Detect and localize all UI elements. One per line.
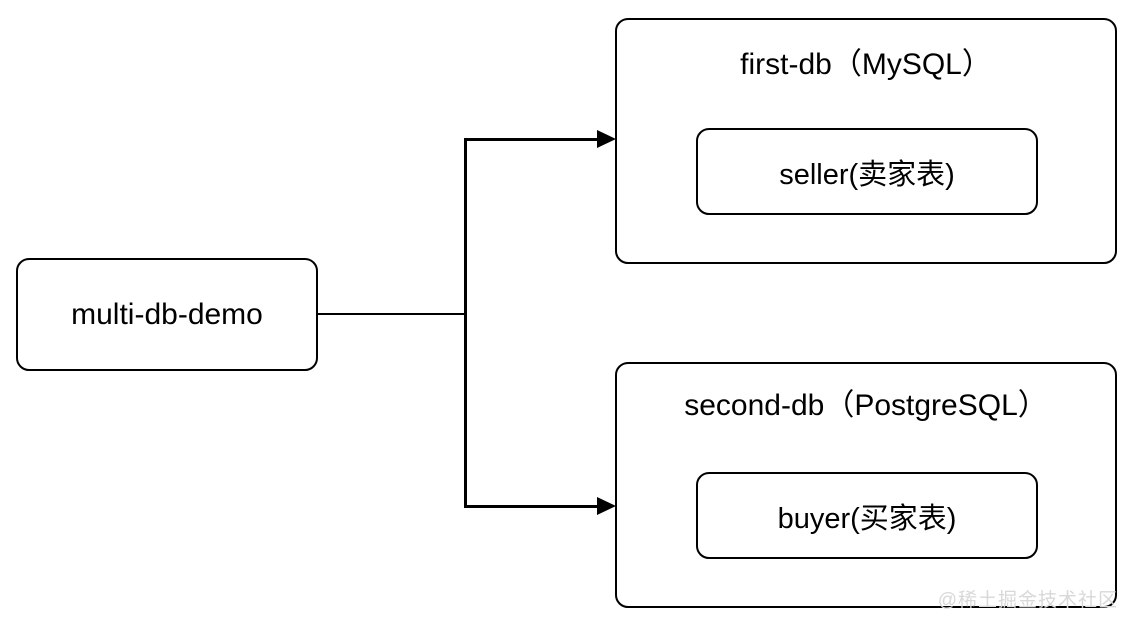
arrow-head-second-db-icon [597, 497, 616, 516]
node-table-buyer[interactable]: buyer(买家表) [696, 472, 1038, 559]
node-table-buyer-label: buyer(买家表) [777, 502, 957, 535]
node-table-seller[interactable]: seller(卖家表) [696, 128, 1038, 215]
node-second-db-title: second-db（PostgreSQL） [684, 389, 1048, 422]
watermark: @稀土掘金技术社区 [937, 590, 1118, 611]
edge-branch-riser [464, 138, 467, 508]
node-first-db-title: first-db（MySQL） [740, 48, 992, 81]
arrow-head-first-db-icon [597, 129, 616, 148]
edge-to-second-db [464, 505, 599, 508]
edge-to-first-db [464, 138, 599, 141]
node-multi-db-demo[interactable]: multi-db-demo [16, 258, 318, 371]
edge-root-trunk [318, 312, 467, 316]
node-first-db[interactable]: first-db（MySQL） seller(卖家表) [615, 18, 1117, 264]
node-second-db[interactable]: second-db（PostgreSQL） buyer(买家表) [615, 362, 1117, 608]
node-table-seller-label: seller(卖家表) [779, 158, 955, 191]
node-multi-db-demo-label: multi-db-demo [71, 297, 263, 331]
